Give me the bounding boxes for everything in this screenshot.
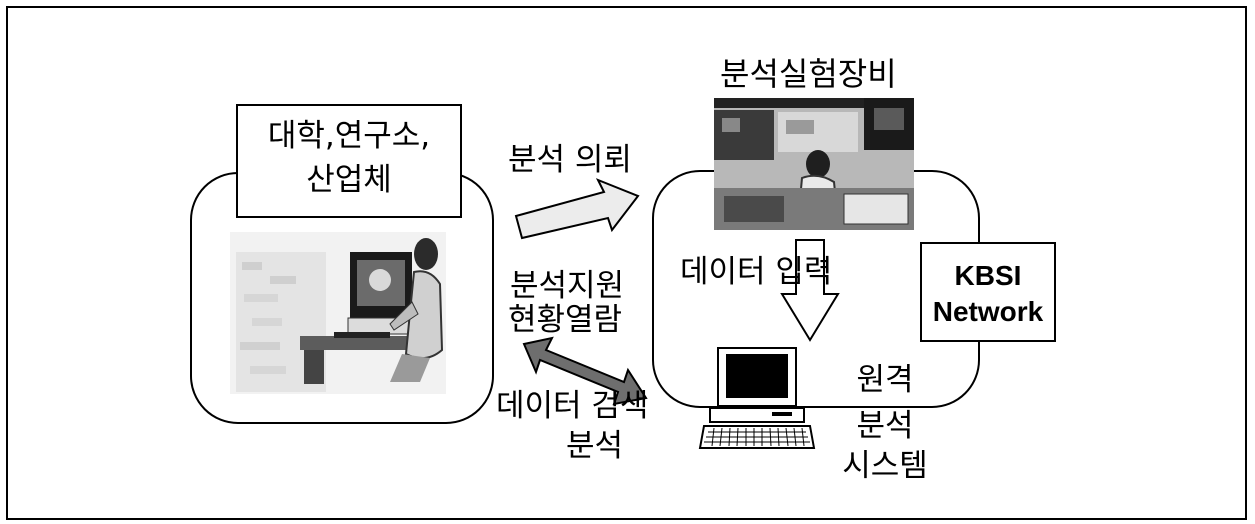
data-search-double-arrow — [522, 336, 648, 406]
users-label-box: 대학,연구소, 산업체 — [236, 104, 462, 218]
data-search-label-line1: 데이터 검색 — [496, 388, 649, 424]
diagram-frame — [6, 6, 1247, 520]
remote-system-label-line2: 분석 — [856, 408, 914, 444]
kbsi-network-box: KBSI Network — [920, 242, 1056, 342]
kbsi-network-line1: KBSI — [954, 260, 1022, 291]
data-input-down-arrow — [780, 239, 840, 342]
users-label-line1: 대학,연구소, — [267, 118, 431, 154]
remote-system-label-line1: 원격 — [856, 362, 914, 398]
status-view-label-line2: 현황열람 — [508, 302, 623, 338]
equipment-label: 분석실험장비 — [720, 55, 897, 93]
data-search-label-line2: 분석 — [566, 428, 624, 464]
data-input-label: 데이터 입력 — [680, 254, 833, 290]
researcher-at-terminal-photo — [230, 232, 446, 394]
request-arrow-label: 분석 의뢰 — [508, 142, 632, 178]
kbsi-network-line2: Network — [932, 296, 1044, 327]
status-view-label-line1: 분석지원 — [510, 268, 625, 304]
users-label-line2: 산업체 — [306, 162, 392, 198]
desktop-computer-icon — [698, 347, 816, 449]
lab-equipment-photo — [714, 98, 914, 230]
remote-system-label-line3: 시스템 — [842, 448, 928, 484]
request-arrow — [514, 178, 640, 240]
